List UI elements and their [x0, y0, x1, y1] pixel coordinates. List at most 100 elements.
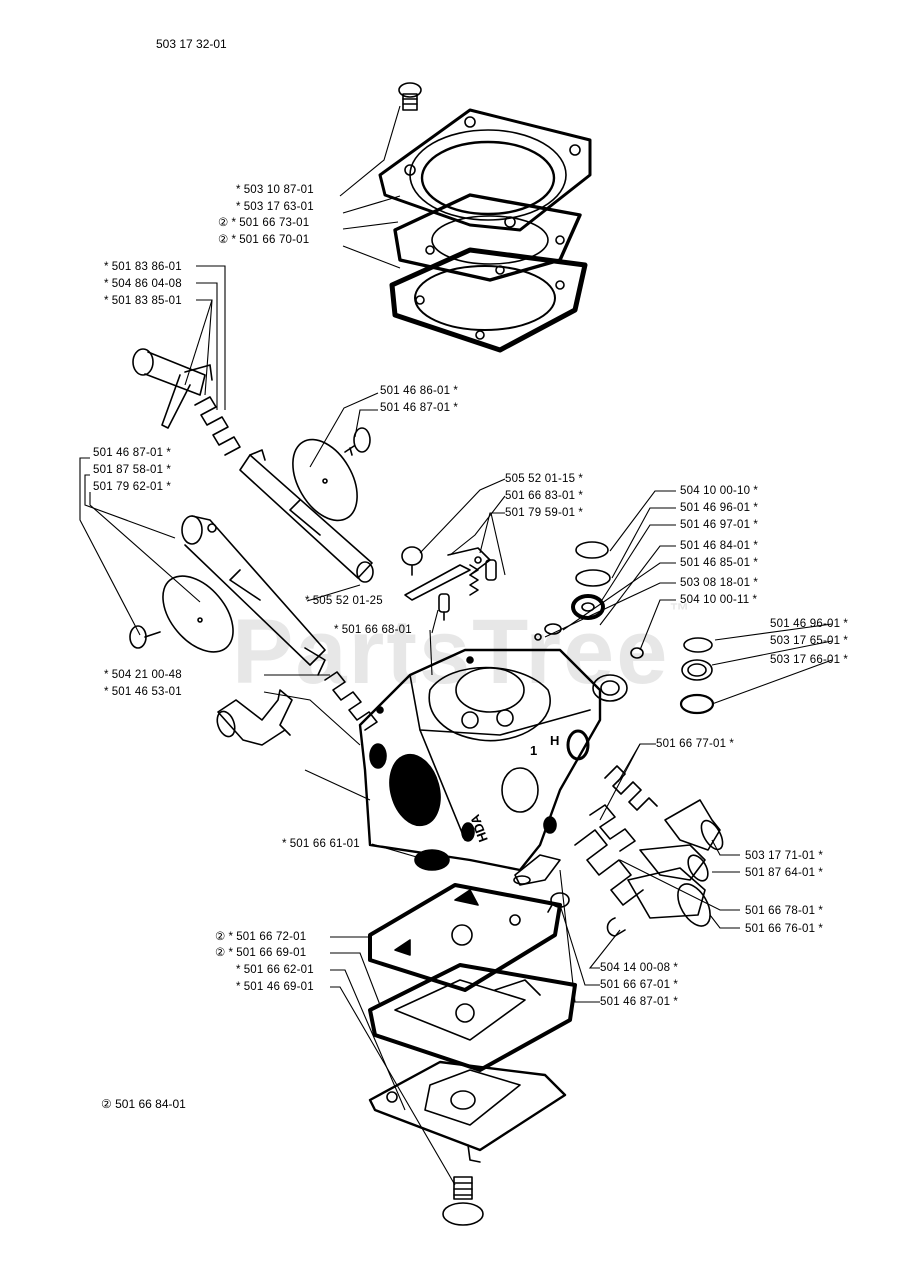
part-label-503-17-66-01[interactable]: 503 17 66-01 *: [770, 653, 848, 667]
part-label-501-46-87-01-top[interactable]: 501 46 87-01 *: [380, 401, 458, 415]
part-number: 501 79 59-01: [505, 507, 576, 519]
part-number: 504 14 00-08: [600, 962, 671, 974]
label-marker: *: [166, 481, 171, 493]
part-label-501-46-69-01[interactable]: * 501 46 69-01: [236, 980, 314, 994]
part-label-501-46-97-01[interactable]: 501 46 97-01 *: [680, 518, 758, 532]
part-number: 504 10 00-10: [680, 485, 751, 497]
part-label-504-10-00-10[interactable]: 504 10 00-10 *: [680, 484, 758, 498]
choke-spring-icon: [194, 396, 241, 456]
part-label-504-21-00-48[interactable]: * 504 21 00-48: [104, 668, 182, 682]
part-label-501-46-84-01[interactable]: 501 46 84-01 *: [680, 539, 758, 553]
label-marker: *: [752, 594, 758, 606]
o-ring-small-icon: [534, 541, 644, 702]
part-label-501-46-96-01-top[interactable]: 501 46 96-01 *: [680, 501, 758, 515]
part-label-503-17-65-01[interactable]: 503 17 65-01 *: [770, 634, 848, 648]
part-label-501-87-64-01[interactable]: 501 87 64-01 *: [745, 866, 823, 880]
part-label-501-46-87-01-left[interactable]: 501 46 87-01 *: [93, 446, 171, 460]
label-marker: *: [673, 962, 678, 974]
part-number: 501 46 85-01: [680, 557, 751, 569]
label-marker: *: [753, 519, 758, 531]
label-marker: *: [236, 201, 241, 213]
label-marker: *: [673, 996, 678, 1008]
part-number: 501 46 53-01: [111, 686, 182, 698]
pump-gasket-icon: [389, 247, 588, 353]
label-marker: ② *: [215, 931, 233, 943]
part-number: 501 46 97-01: [680, 519, 751, 531]
part-label-504-86-04-08[interactable]: * 504 86 04-08: [104, 277, 182, 291]
e-clip-icon: [606, 917, 626, 937]
filter-screen-icon: [679, 637, 715, 715]
part-label-501-46-85-01[interactable]: 501 46 85-01 *: [680, 556, 758, 570]
metering-spring-icon: [469, 559, 497, 596]
part-number: 501 66 72-01: [236, 931, 307, 943]
part-label-501-79-59-01[interactable]: 501 79 59-01 *: [505, 506, 583, 520]
part-label-505-52-01-15[interactable]: 505 52 01-15 *: [505, 472, 583, 486]
part-number: 501 46 84-01: [680, 540, 751, 552]
label-marker: *: [578, 507, 583, 519]
part-number: 501 83 86-01: [111, 261, 182, 273]
part-label-503-08-18-01[interactable]: 503 08 18-01 *: [680, 576, 758, 590]
part-label-501-66-73-01[interactable]: ② * 501 66 73-01: [218, 216, 309, 230]
part-number: 501 46 96-01: [770, 618, 841, 630]
part-label-501-66-62-01[interactable]: * 501 66 62-01: [236, 963, 314, 977]
part-label-501-83-85-01[interactable]: * 501 83 85-01: [104, 294, 182, 308]
part-label-504-10-00-11[interactable]: 504 10 00-11 *: [680, 593, 757, 607]
part-label-501-79-62-01[interactable]: 501 79 62-01 *: [93, 480, 171, 494]
part-label-501-66-61-01[interactable]: * 501 66 61-01: [282, 837, 360, 851]
watermark-trademark: ™: [669, 600, 692, 622]
choke-valve-screw-icon: [344, 427, 371, 456]
part-label-501-87-58-01[interactable]: 501 87 58-01 *: [93, 463, 171, 477]
part-label-501-66-68-01[interactable]: * 501 66 68-01: [334, 623, 412, 637]
part-label-501-66-83-01[interactable]: 501 66 83-01 *: [505, 489, 583, 503]
part-number: 501 46 87-01: [93, 447, 164, 459]
part-label-501-46-87-01-bottom[interactable]: 501 46 87-01 *: [600, 995, 678, 1009]
part-label-501-66-69-01[interactable]: ② * 501 66 69-01: [215, 946, 306, 960]
label-marker: *: [236, 964, 241, 976]
part-number: 503 17 71-01: [745, 850, 816, 862]
part-number: 501 66 78-01: [745, 905, 816, 917]
label-marker: *: [453, 402, 458, 414]
l-marking: 1: [530, 743, 537, 758]
label-marker: *: [166, 464, 171, 476]
part-number: 501 66 68-01: [341, 624, 412, 636]
part-label-501-83-86-01[interactable]: * 501 83 86-01: [104, 260, 182, 274]
part-label-501-66-78-01[interactable]: 501 66 78-01 *: [745, 904, 823, 918]
part-number: 504 21 00-48: [111, 669, 182, 681]
part-label-501-46-53-01[interactable]: * 501 46 53-01: [104, 685, 182, 699]
label-marker: *: [166, 447, 171, 459]
choke-shaft-icon: [239, 449, 374, 583]
part-number: 505 52 01-25: [312, 595, 383, 607]
throttle-valve-screw-icon: [129, 625, 161, 649]
part-label-501-46-86-01[interactable]: 501 46 86-01 *: [380, 384, 458, 398]
label-marker: *: [282, 838, 287, 850]
part-number: 501 66 73-01: [239, 217, 310, 229]
low-speed-spring-icon: [574, 829, 644, 906]
choke-valve-disc-icon: [292, 438, 358, 522]
part-label-503-17-71-01[interactable]: 503 17 71-01 *: [745, 849, 823, 863]
part-label-504-14-00-08[interactable]: 504 14 00-08 *: [600, 961, 678, 975]
part-label-501-66-70-01[interactable]: ② * 501 66 70-01: [218, 233, 309, 247]
part-number: 503 17 65-01: [770, 635, 841, 647]
metering-lever-icon: [404, 547, 491, 601]
part-label-501-46-96-01-right[interactable]: 501 46 96-01 *: [770, 617, 848, 631]
part-number: 501 87 58-01: [93, 464, 164, 476]
part-label-501-66-67-01[interactable]: 501 66 67-01 *: [600, 978, 678, 992]
label-marker: *: [818, 850, 823, 862]
label-marker: *: [753, 557, 758, 569]
label-marker: *: [236, 981, 241, 993]
part-label-501-66-77-01[interactable]: 501 66 77-01 *: [656, 737, 734, 751]
label-marker: *: [843, 618, 848, 630]
label-marker: *: [305, 595, 310, 607]
part-label-501-66-72-01[interactable]: ② * 501 66 72-01: [215, 930, 306, 944]
part-label-501-66-76-01[interactable]: 501 66 76-01 *: [745, 922, 823, 936]
part-label-505-52-01-25[interactable]: * 505 52 01-25: [305, 594, 383, 608]
label-marker: *: [104, 669, 109, 681]
diagram-title: 503 17 32-01: [156, 37, 227, 51]
part-label-503-17-63-01[interactable]: * 503 17 63-01: [236, 200, 314, 214]
metering-cover-icon: [368, 1060, 567, 1163]
label-marker: *: [578, 473, 583, 485]
part-number: 501 46 87-01: [380, 402, 451, 414]
label-marker: *: [729, 738, 734, 750]
part-label-503-10-87-01[interactable]: * 503 10 87-01: [236, 183, 314, 197]
